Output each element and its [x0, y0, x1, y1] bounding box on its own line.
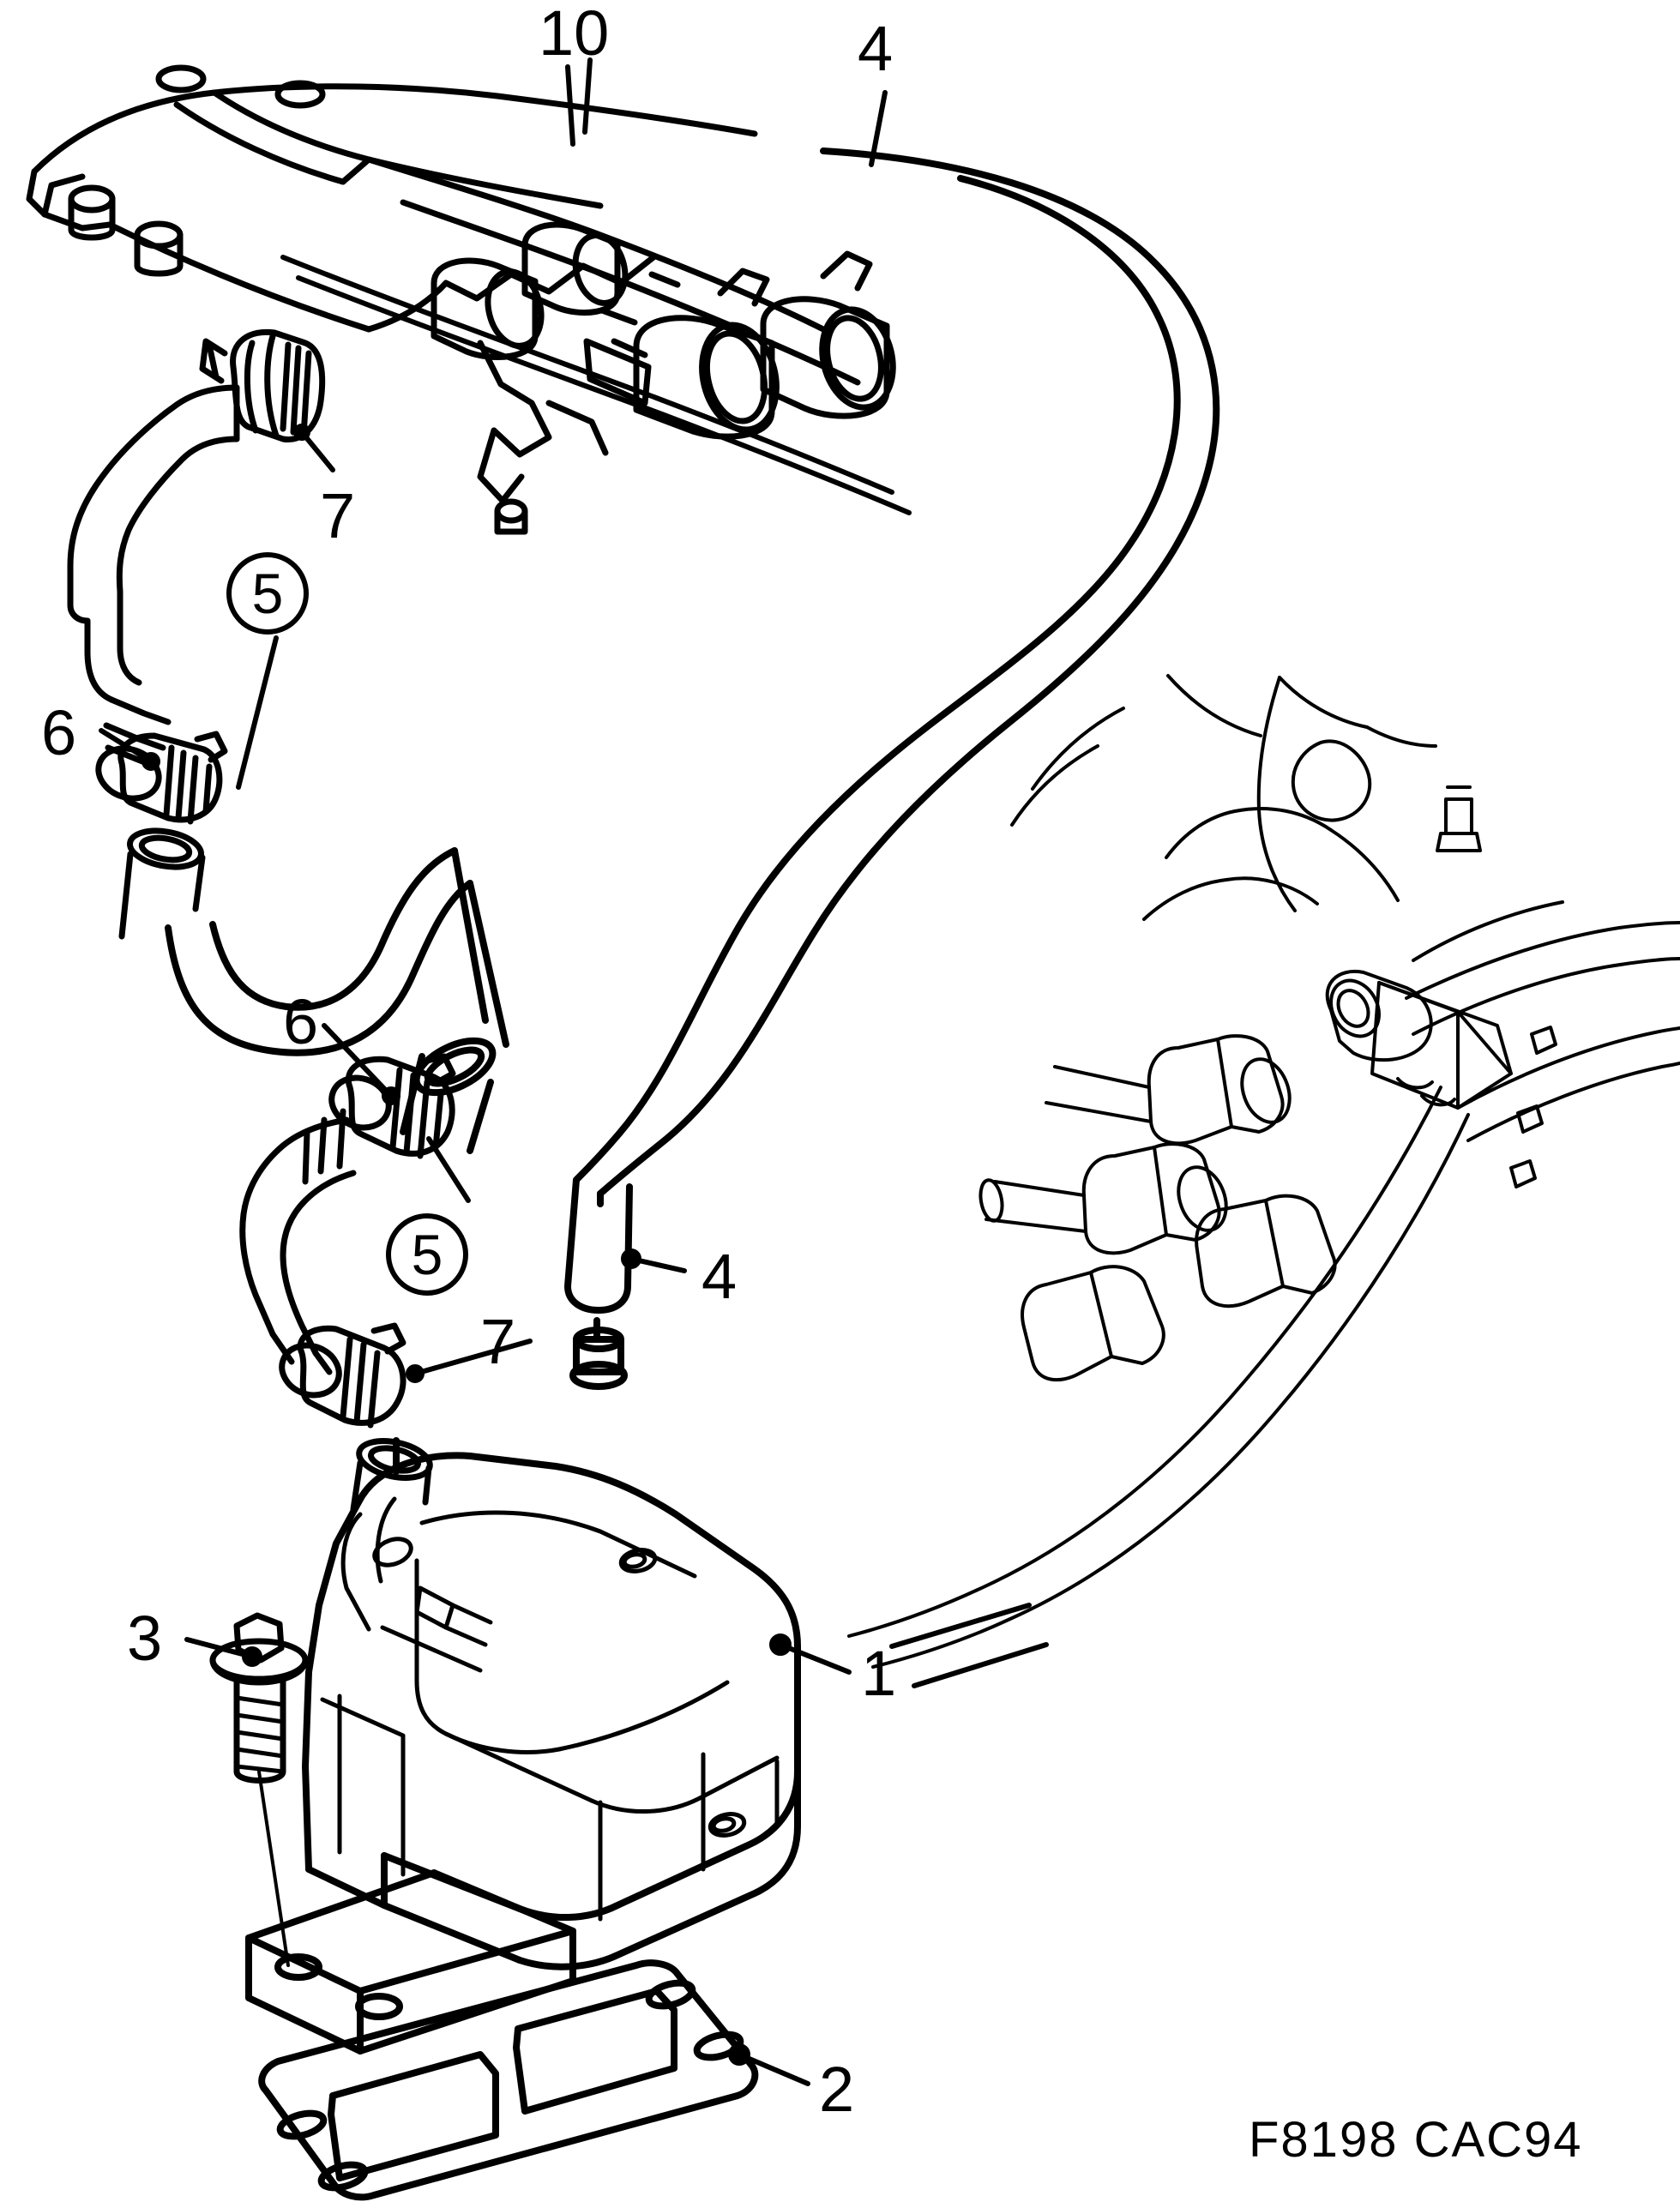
figure-code: F8198 CAC94 [1249, 2112, 1583, 2168]
ventilation-hose-long [564, 147, 1220, 1341]
callout-2: 2 [819, 2054, 855, 2125]
callout-1: 1 [861, 1638, 897, 1709]
ignition-leads-assembly [847, 674, 1680, 1669]
callout-6-top: 6 [41, 697, 77, 768]
callout-6-mid: 6 [283, 986, 319, 1057]
callout-7-top: 7 [320, 480, 356, 551]
leader-lines-bottom [184, 1023, 1049, 2086]
callout-7-mid: 7 [480, 1306, 516, 1377]
elbow-hose-mid [239, 1108, 357, 1375]
pipe-stub-top [118, 827, 206, 940]
gasket [258, 1959, 759, 2201]
callout-5-top: 5 [226, 552, 309, 635]
oil-separator-housing [245, 1327, 801, 2055]
callout-4-mid: 4 [702, 1241, 738, 1312]
hose-clamp-small-mid [328, 1053, 456, 1159]
hose-clamp-small-top [95, 731, 228, 825]
flange-bolt [209, 1612, 309, 1967]
callout-3: 3 [127, 1603, 163, 1674]
callout-10: 10 [539, 0, 610, 69]
callout-4-top: 4 [858, 13, 894, 84]
callout-5-mid: 5 [386, 1213, 468, 1296]
throttle-bodies [431, 221, 896, 535]
hose-clamp-mid [279, 1322, 406, 1429]
